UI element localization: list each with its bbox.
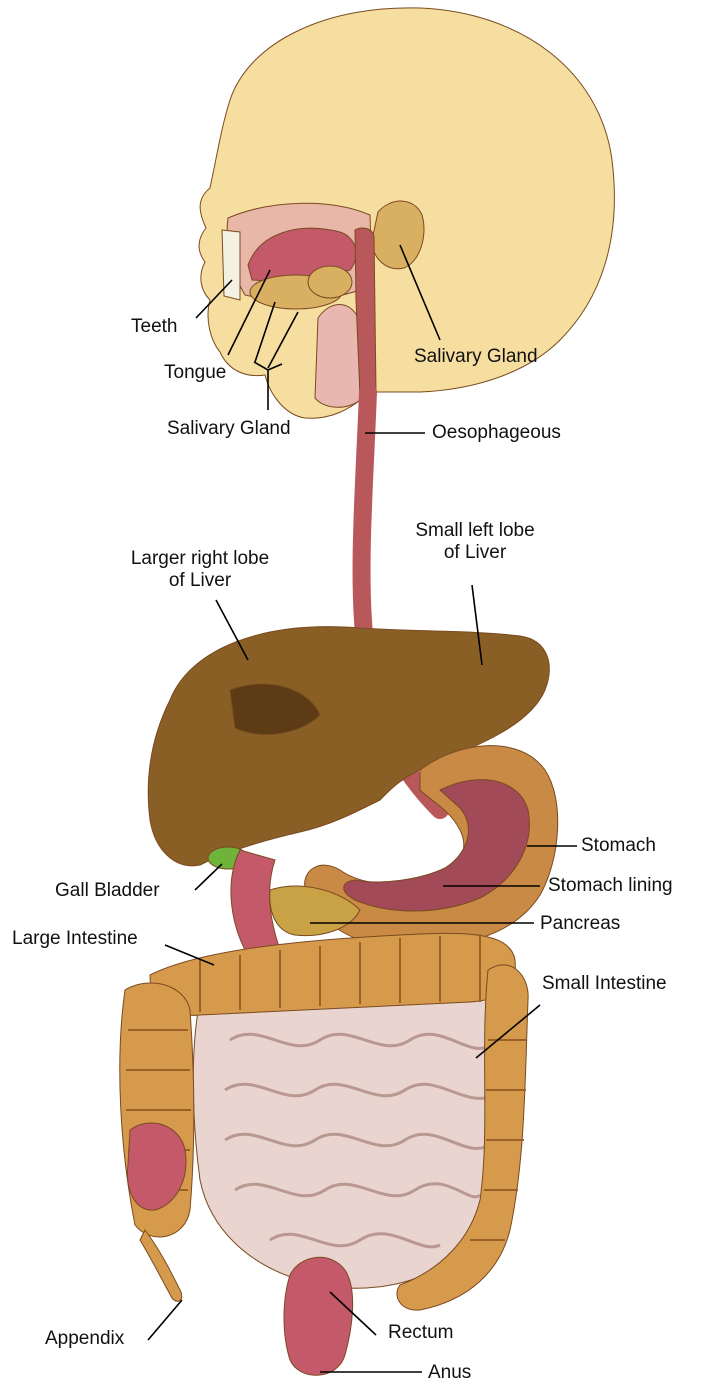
- label-rectum: Rectum: [388, 1322, 453, 1344]
- label-salivary-gland-lower: Salivary Gland: [167, 418, 291, 440]
- label-appendix: Appendix: [45, 1328, 124, 1350]
- label-larger-right-lobe-line2: of Liver: [110, 570, 290, 592]
- label-larger-right-lobe-line1: Larger right lobe: [110, 548, 290, 570]
- teeth: [222, 230, 240, 300]
- label-tongue: Tongue: [164, 362, 226, 384]
- label-small-left-lobe-line1: Small left lobe: [405, 520, 545, 542]
- label-small-left-lobe-line2: of Liver: [405, 542, 545, 564]
- parotid-salivary-gland: [372, 201, 424, 269]
- appendix: [140, 1230, 182, 1301]
- rectum: [284, 1257, 353, 1375]
- label-small-intestine: Small Intestine: [542, 973, 667, 995]
- label-large-intestine: Large Intestine: [12, 928, 138, 950]
- submandibular-salivary-gland: [308, 266, 352, 298]
- label-gall-bladder: Gall Bladder: [55, 880, 160, 902]
- larynx: [315, 305, 360, 408]
- label-pancreas: Pancreas: [540, 913, 620, 935]
- label-salivary-gland-upper: Salivary Gland: [414, 346, 538, 368]
- label-stomach-lining: Stomach lining: [548, 875, 673, 897]
- label-stomach: Stomach: [581, 835, 656, 857]
- label-oesophageous: Oesophageous: [432, 422, 561, 444]
- label-small-left-lobe-liver: Small left lobe of Liver: [405, 520, 545, 564]
- label-anus: Anus: [428, 1362, 471, 1384]
- label-teeth: Teeth: [131, 316, 177, 338]
- label-larger-right-lobe-liver: Larger right lobe of Liver: [110, 548, 290, 592]
